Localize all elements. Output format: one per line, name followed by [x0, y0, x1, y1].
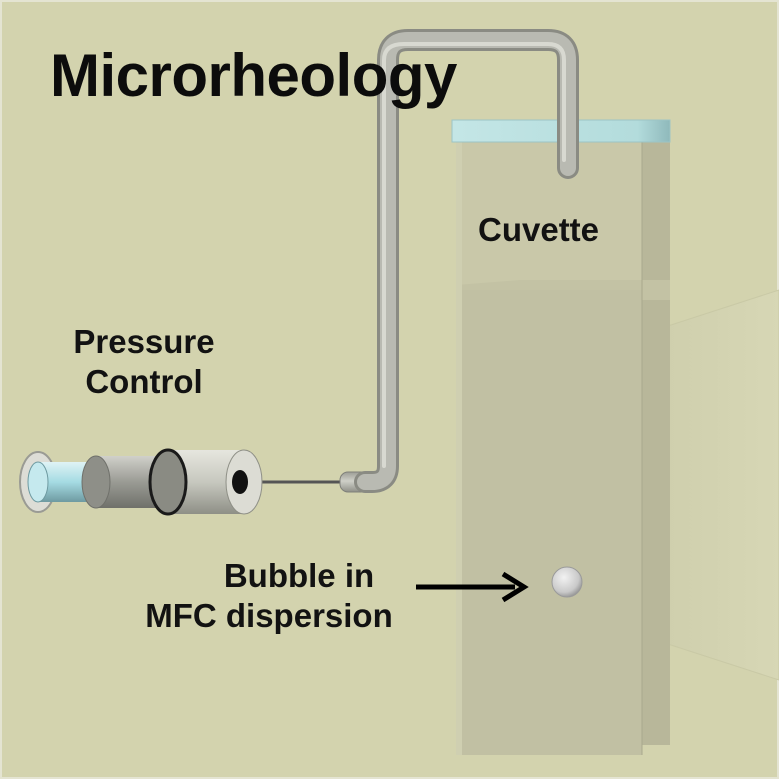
cuvette [451, 119, 671, 755]
tube-path-shine [382, 42, 566, 468]
bubble-circle-icon [551, 566, 583, 598]
cuvette-right-face [642, 140, 670, 745]
tubing [250, 29, 579, 493]
bubble-label: Bubble in MFC dispersion [118, 556, 420, 636]
bubble-label-line-2: MFC dispersion [145, 597, 393, 634]
syringe-pump-icon [19, 448, 263, 516]
barrel-left-face [148, 448, 188, 516]
syringe-nozzle [232, 470, 248, 494]
pressure-control-label-line-2: Control [85, 363, 203, 400]
pressure-control-label: Pressure Control [54, 322, 234, 402]
plunger-face [27, 461, 49, 503]
cuvette-label: Cuvette [478, 211, 600, 248]
cuvette-liquid [456, 290, 642, 755]
bubble-label-line-1: Bubble in [223, 557, 375, 594]
cuvette-left-edge [456, 140, 462, 755]
diagram-title: Microrheology [50, 42, 457, 109]
gray-rod-left-face [81, 455, 111, 509]
right-arrow-icon [416, 571, 529, 603]
cuvette-upper-body [456, 140, 642, 285]
pressure-control-label-line-1: Pressure [73, 323, 215, 360]
arrow-head [501, 571, 529, 603]
